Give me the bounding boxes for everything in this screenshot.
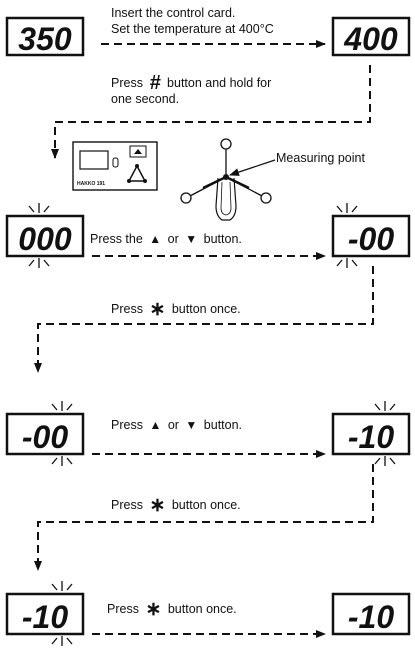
display-minus10-b-digits: -10 — [22, 599, 68, 635]
display-000: 000 — [5, 214, 85, 258]
connector-400-to-device — [51, 65, 371, 159]
display-400: 400 — [331, 16, 411, 57]
flash-indicator-minus00 — [336, 203, 358, 268]
connector-row2-to-row3 — [34, 266, 374, 373]
step2-line2: one second. — [111, 92, 180, 106]
flash-indicator-row4-left — [51, 581, 73, 646]
down-triangle-icon: ▼ — [185, 232, 198, 246]
measuring-point-label: Measuring point — [276, 151, 365, 165]
connector-row3-to-row4 — [34, 464, 374, 571]
step6-or: or — [167, 418, 179, 432]
step4-prefix: Press the — [90, 232, 143, 246]
asterisk-button-icon: ∗ — [149, 299, 166, 320]
step5-suffix: button once. — [171, 302, 241, 316]
display-minus00-b: -00 — [5, 412, 85, 456]
flash-indicator-000 — [28, 203, 50, 268]
display-minus00-b-digits: -00 — [22, 419, 68, 455]
step8-instruction: Press ∗ button once. — [107, 599, 237, 620]
step7-suffix: button once. — [171, 498, 241, 512]
step6-prefix: Press — [111, 418, 143, 432]
display-minus10-c-digits: -10 — [348, 599, 394, 635]
step7-instruction: Press ∗ button once. — [111, 495, 241, 516]
step8-suffix: button once. — [167, 602, 237, 616]
device-brand-text: HAKKO 191 — [77, 181, 105, 187]
display-minus10-c: -10 — [331, 592, 411, 636]
step4-or: or — [167, 232, 179, 246]
step2-instruction: Press # button and hold for one second. — [111, 72, 272, 107]
hash-button-icon: # — [149, 72, 161, 94]
display-400-digits: 400 — [343, 21, 398, 57]
step2-line1: Press # button and hold for — [111, 72, 272, 94]
up-triangle-icon: ▲ — [149, 418, 162, 432]
step4-instruction: Press the ▲ or ▼ button. — [90, 231, 242, 247]
down-triangle-icon: ▼ — [185, 418, 198, 432]
asterisk-button-icon: ∗ — [145, 599, 162, 620]
display-minus10-a: -10 — [331, 412, 411, 456]
step2-suffix: button and hold for — [167, 76, 272, 90]
thermometer-device-icon: HAKKO 191 — [72, 141, 158, 191]
step7-prefix: Press — [111, 498, 143, 512]
sensor-measuring-point-icon — [180, 138, 276, 221]
display-350-digits: 350 — [18, 21, 72, 57]
step6-instruction: Press ▲ or ▼ button. — [111, 417, 242, 433]
display-minus10-a-digits: -10 — [348, 419, 394, 455]
step5-instruction: Press ∗ button once. — [111, 299, 241, 320]
step5-prefix: Press — [111, 302, 143, 316]
step2-prefix: Press — [111, 76, 143, 90]
step1-line1: Insert the control card. — [111, 6, 236, 20]
display-000-digits: 000 — [18, 221, 72, 257]
step6-suffix: button. — [203, 418, 243, 432]
step4-suffix: button. — [203, 232, 242, 246]
display-minus10-b: -10 — [5, 592, 85, 636]
asterisk-button-icon: ∗ — [149, 495, 166, 516]
step1-instruction: Insert the control card. Set the tempera… — [111, 5, 274, 37]
up-triangle-icon: ▲ — [149, 232, 162, 246]
flash-indicator-row3-left — [51, 401, 73, 466]
step8-prefix: Press — [107, 602, 139, 616]
step1-line2: Set the temperature at 400°C — [111, 22, 274, 36]
display-minus00-a-digits: -00 — [348, 221, 394, 257]
display-minus00-a: -00 — [331, 214, 411, 258]
flash-indicator-row3-right — [374, 401, 396, 466]
display-350: 350 — [5, 16, 85, 57]
